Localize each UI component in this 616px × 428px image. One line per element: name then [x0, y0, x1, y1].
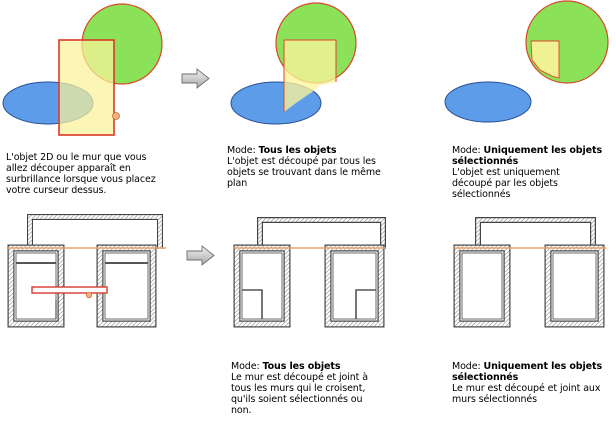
- cut-shape: [284, 40, 336, 112]
- highlighted-rectangle: [58, 39, 115, 136]
- mode-prefix: Mode:: [452, 145, 484, 156]
- cursor-icon: [85, 291, 93, 299]
- caption-top-right: Mode: Uniquement les objets sélectionnés…: [452, 145, 602, 200]
- top-middle-shapes: [230, 2, 357, 125]
- caption-text: Le mur est découpé et joint aux murs sél…: [452, 383, 601, 405]
- caption-bottom-middle: Mode: Tous les objets Le mur est découpé…: [231, 361, 381, 416]
- top-right-shapes: [444, 0, 609, 123]
- mode-prefix: Mode:: [227, 145, 259, 156]
- arrow-right-icon: [181, 68, 210, 89]
- caption-text: L'objet est uniquement découpé par les o…: [452, 167, 560, 200]
- caption-text: Le mur est découpé et joint à tous les m…: [231, 372, 368, 416]
- top-left-shapes: [2, 3, 163, 136]
- mode-name: Tous les objets: [262, 361, 341, 372]
- caption-top-left: L'objet 2D ou le mur que vous allez déco…: [6, 152, 156, 196]
- mode-name: Tous les objets: [258, 145, 337, 156]
- caption-top-middle: Mode: Tous les objets L'objet est découp…: [227, 145, 387, 189]
- caption-text: L'objet 2D ou le mur que vous allez déco…: [6, 152, 156, 196]
- arrow-right-icon: [186, 245, 215, 266]
- highlighted-wall: [31, 286, 108, 294]
- caption-bottom-right: Mode: Uniquement les objets sélectionnés…: [452, 361, 602, 405]
- caption-text: L'objet est découpé par tous les objets …: [227, 156, 381, 189]
- bottom-left-walls: [7, 214, 166, 328]
- blue-ellipse: [444, 81, 532, 123]
- cut-shape: [530, 40, 560, 79]
- mode-name: Uniquement les objets sélectionnés: [452, 145, 602, 167]
- mode-prefix: Mode:: [231, 361, 263, 372]
- cursor-icon: [112, 112, 120, 120]
- bottom-right-walls: [453, 217, 606, 328]
- mode-name: Uniquement les objets sélectionnés: [452, 361, 602, 383]
- mode-prefix: Mode:: [452, 361, 484, 372]
- bottom-middle-walls: [233, 217, 386, 328]
